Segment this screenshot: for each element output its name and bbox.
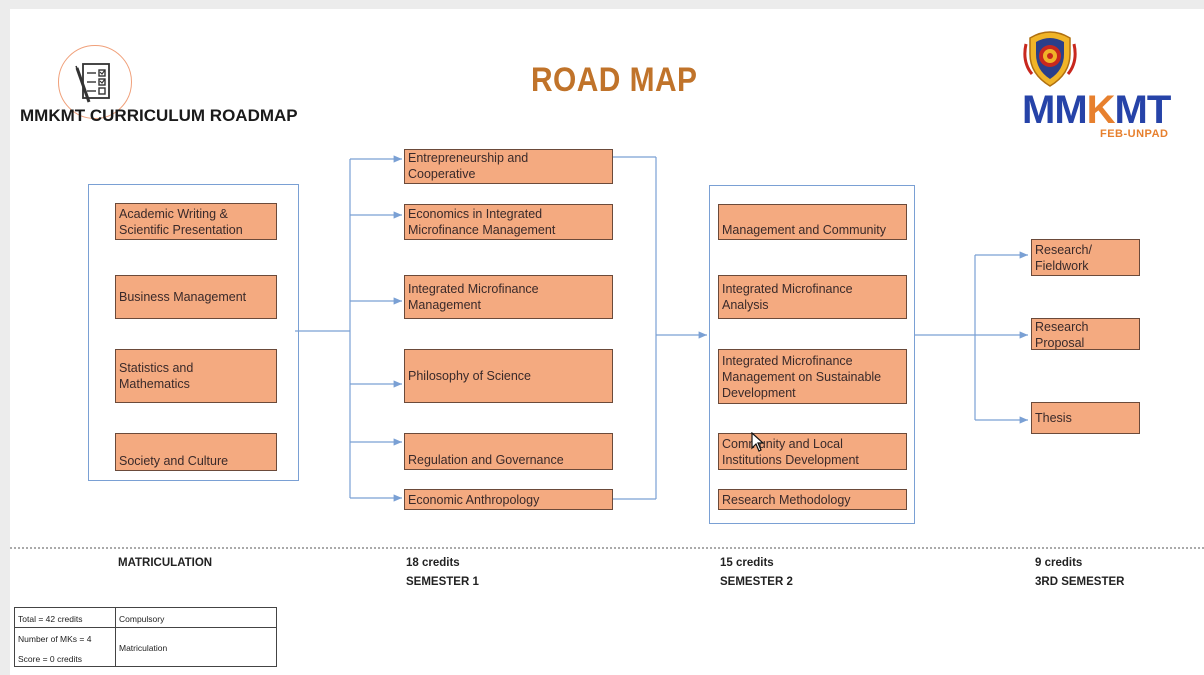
- course-box[interactable]: Philosophy of Science: [404, 349, 613, 403]
- logo-subtext: FEB-UNPAD: [1100, 128, 1169, 140]
- page-title: ROAD MAP: [531, 61, 698, 99]
- curriculum-subtitle: MMKMT CURRICULUM ROADMAP: [20, 106, 298, 125]
- logo-k: K: [1086, 88, 1116, 132]
- semester2-group: [709, 185, 915, 524]
- course-box[interactable]: Research Proposal: [1031, 318, 1140, 350]
- semester1-credits: 18 credits: [406, 557, 460, 569]
- course-box[interactable]: Integrated Microfinance Analysis: [718, 275, 907, 319]
- legend-number: Number of MKs = 4: [18, 634, 92, 644]
- course-box[interactable]: Statistics and Mathematics: [115, 349, 277, 403]
- university-emblem-icon: [1022, 24, 1078, 90]
- mouse-cursor-icon: [751, 431, 765, 457]
- checklist-icon: [58, 45, 132, 119]
- course-box[interactable]: Community and Local Institutions Develop…: [718, 433, 907, 470]
- course-box[interactable]: Integrated Microfinance Management on Su…: [718, 349, 907, 404]
- mmkmt-logo: MMKMT: [1022, 88, 1172, 133]
- connector-lines: [10, 155, 1204, 549]
- course-box[interactable]: Regulation and Governance: [404, 433, 613, 470]
- matriculation-group: [88, 184, 299, 481]
- legend-table: Total = 42 credits Number of MKs = 4 Sco…: [14, 607, 277, 667]
- course-box[interactable]: Business Management: [115, 275, 277, 319]
- course-box[interactable]: Research/ Fieldwork: [1031, 239, 1140, 276]
- course-box[interactable]: Entrepreneurship and Cooperative: [404, 149, 613, 184]
- course-box[interactable]: Society and Culture: [115, 433, 277, 471]
- course-box[interactable]: Thesis: [1031, 402, 1140, 434]
- course-box[interactable]: Integrated Microfinance Management: [404, 275, 613, 319]
- semester2-label: SEMESTER 2: [720, 576, 793, 588]
- semester1-label: SEMESTER 1: [406, 576, 479, 588]
- slide: MMKMT CURRICULUM ROADMAP ROAD MAP MMKMT …: [10, 9, 1204, 675]
- course-box[interactable]: Research Methodology: [718, 489, 907, 510]
- logo-mt: MT: [1114, 88, 1172, 132]
- course-box[interactable]: Economic Anthropology: [404, 489, 613, 510]
- legend-matriculation: Matriculation: [119, 643, 168, 653]
- matriculation-label: MATRICULATION: [118, 557, 213, 569]
- course-box[interactable]: Economics in Integrated Microfinance Man…: [404, 204, 613, 240]
- legend-score: Score = 0 credits: [18, 654, 83, 664]
- semester3-label: 3RD SEMESTER: [1035, 576, 1125, 588]
- course-box[interactable]: Academic Writing & Scientific Presentati…: [115, 203, 277, 240]
- semester2-credits: 15 credits: [720, 557, 774, 569]
- course-box[interactable]: Management and Community: [718, 204, 907, 240]
- legend-compulsory: Compulsory: [119, 614, 165, 624]
- legend-total: Total = 42 credits: [18, 614, 83, 624]
- semester3-credits: 9 credits: [1035, 557, 1083, 569]
- logo-mm: MM: [1022, 88, 1088, 132]
